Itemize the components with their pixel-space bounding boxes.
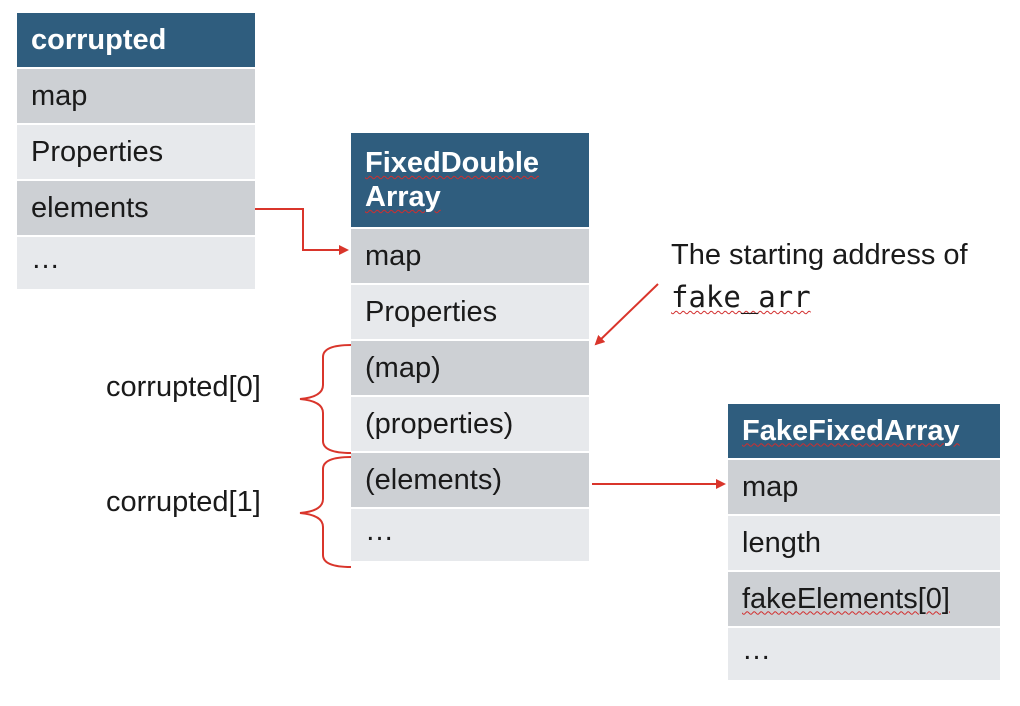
- fake-fixed-array-title-text: FakeFixedArray: [742, 414, 960, 447]
- fda-row-map: map: [351, 229, 589, 285]
- fixed-double-array-table: FixedDouble Array map Properties (map) (…: [351, 133, 589, 563]
- fda-row-elements-fake: (elements): [351, 453, 589, 509]
- fixed-double-array-title-line2: Array: [365, 181, 441, 213]
- bracket-corrupted-0: [299, 344, 352, 454]
- arrow-annotation-to-fake-map: [594, 283, 659, 346]
- ffa-row-map: map: [728, 460, 1000, 516]
- fda-row-map-fake: (map): [351, 341, 589, 397]
- ffa-row-fake-elements-text: fakeElements[0]: [742, 582, 950, 615]
- fda-row-ellipsis: …: [351, 509, 589, 563]
- corrupted-table-title: corrupted: [17, 13, 255, 69]
- corrupted-row-elements: elements: [17, 181, 255, 237]
- arrow-elements-to-fda-map: [255, 208, 349, 255]
- corrupted-row-map: map: [17, 69, 255, 125]
- fake-fixed-array-title: FakeFixedArray: [728, 404, 1000, 460]
- annotation-line1: The starting address of: [671, 239, 968, 271]
- bracket-corrupted-1: [299, 456, 352, 568]
- fixed-double-array-title: FixedDouble Array: [351, 133, 589, 229]
- ffa-row-fake-elements: fakeElements[0]: [728, 572, 1000, 628]
- fake-fixed-array-table: FakeFixedArray map length fakeElements[0…: [728, 404, 1000, 682]
- corrupted-table: corrupted map Properties elements …: [17, 13, 255, 291]
- bracket-label-corrupted-1: corrupted[1]: [106, 486, 261, 518]
- ffa-row-length: length: [728, 516, 1000, 572]
- corrupted-row-properties: Properties: [17, 125, 255, 181]
- fda-row-properties-fake: (properties): [351, 397, 589, 453]
- ffa-row-ellipsis: …: [728, 628, 1000, 682]
- bracket-label-corrupted-0: corrupted[0]: [106, 371, 261, 403]
- fixed-double-array-title-line1: FixedDouble: [365, 147, 540, 179]
- annotation-code: fake_arr: [671, 280, 811, 314]
- corrupted-row-ellipsis: …: [17, 237, 255, 291]
- fda-row-properties: Properties: [351, 285, 589, 341]
